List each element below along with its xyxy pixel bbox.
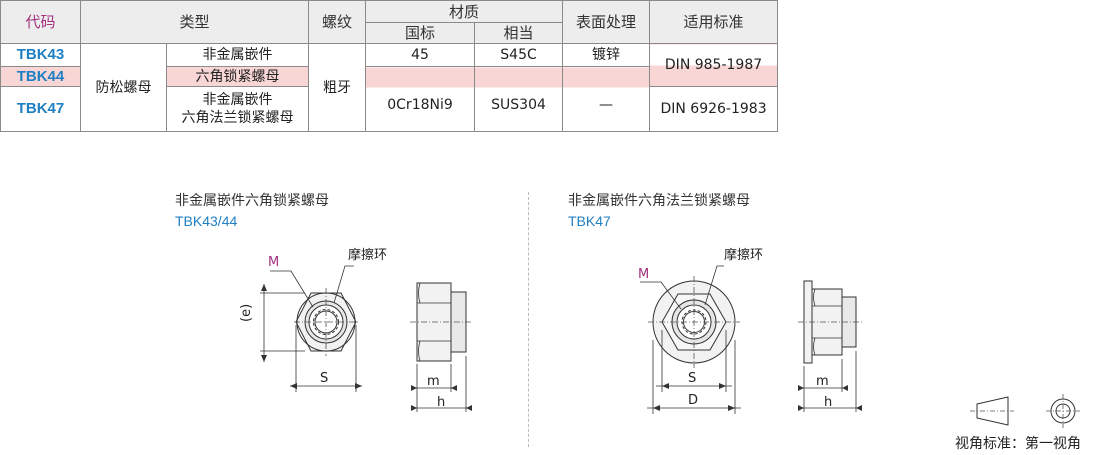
drawing-divider <box>528 192 529 447</box>
right-nut-front-view <box>640 265 741 414</box>
code-tbk44: TBK44 <box>0 66 81 87</box>
material-equivalent-lower: SUS304 <box>474 66 564 132</box>
left-m-dim-label: m <box>427 374 440 389</box>
spec-table: 代码 类型 螺纹 材质 表面处理 适用标准 国标 相当 TBK43 防松螺母 非… <box>0 0 779 132</box>
left-ring-label: 摩擦环 <box>348 248 388 263</box>
right-m-dim-label: m <box>816 374 829 389</box>
surface-tbk43: 镀锌 <box>562 43 651 67</box>
right-drawing-title: 非金属嵌件六角法兰锁紧螺母 <box>568 193 750 209</box>
view-standard-label: 视角标准：第一视角 <box>955 436 1081 452</box>
material-equivalent-lower-text: SUS304 <box>491 97 546 113</box>
code-tbk43: TBK43 <box>0 43 81 67</box>
left-drawing-subtitle: TBK43/44 <box>175 213 238 229</box>
code-tbk47: TBK47 <box>0 86 81 132</box>
material-national-lower-text: 0Cr18Ni9 <box>387 97 453 113</box>
right-d-label: D <box>688 393 699 408</box>
left-e-label: (e) <box>239 303 254 322</box>
left-s-label: S <box>320 371 329 386</box>
surface-lower: — <box>562 66 651 132</box>
right-nut-side-view <box>798 280 862 412</box>
left-m-label: M <box>268 255 280 270</box>
subtype-tbk47-line1: 非金属嵌件 <box>202 92 273 108</box>
subtype-tbk47-line2: 六角法兰锁紧螺母 <box>181 110 294 126</box>
right-drawing-subtitle: TBK47 <box>568 213 611 229</box>
left-nut-side-view <box>410 282 472 412</box>
right-h-label: h <box>824 395 833 410</box>
header-standard: 适用标准 <box>649 0 779 44</box>
type-group: 防松螺母 <box>80 43 167 132</box>
header-thread: 螺纹 <box>308 0 367 44</box>
header-code: 代码 <box>0 0 81 44</box>
material-equivalent-tbk43: S45C <box>474 43 564 67</box>
left-h-label: h <box>437 395 446 410</box>
header-material: 材质 <box>365 0 564 23</box>
material-national-tbk43: 45 <box>365 43 476 67</box>
subtype-tbk44: 六角锁紧螺母 <box>165 66 310 87</box>
right-ring-label: 摩擦环 <box>724 248 764 263</box>
material-national-lower: 0Cr18Ni9 <box>365 66 476 132</box>
header-surface: 表面处理 <box>562 0 651 44</box>
subtype-tbk47: 非金属嵌件 六角法兰锁紧螺母 <box>165 86 310 132</box>
right-m-label: M <box>638 267 650 282</box>
subtype-tbk43: 非金属嵌件 <box>165 43 310 67</box>
first-angle-projection-icon <box>970 394 1080 428</box>
standard-upper: DIN 985-1987 <box>649 43 779 87</box>
header-material-equivalent: 相当 <box>474 22 564 44</box>
right-s-label: S <box>688 371 697 386</box>
standard-lower: DIN 6926-1983 <box>649 86 779 132</box>
header-material-national: 国标 <box>365 22 476 44</box>
header-type: 类型 <box>79 0 310 44</box>
surface-lower-text: — <box>599 97 614 113</box>
left-nut-front-view <box>260 265 362 392</box>
thread-value: 粗牙 <box>308 43 367 132</box>
left-drawing-title: 非金属嵌件六角锁紧螺母 <box>175 193 329 209</box>
